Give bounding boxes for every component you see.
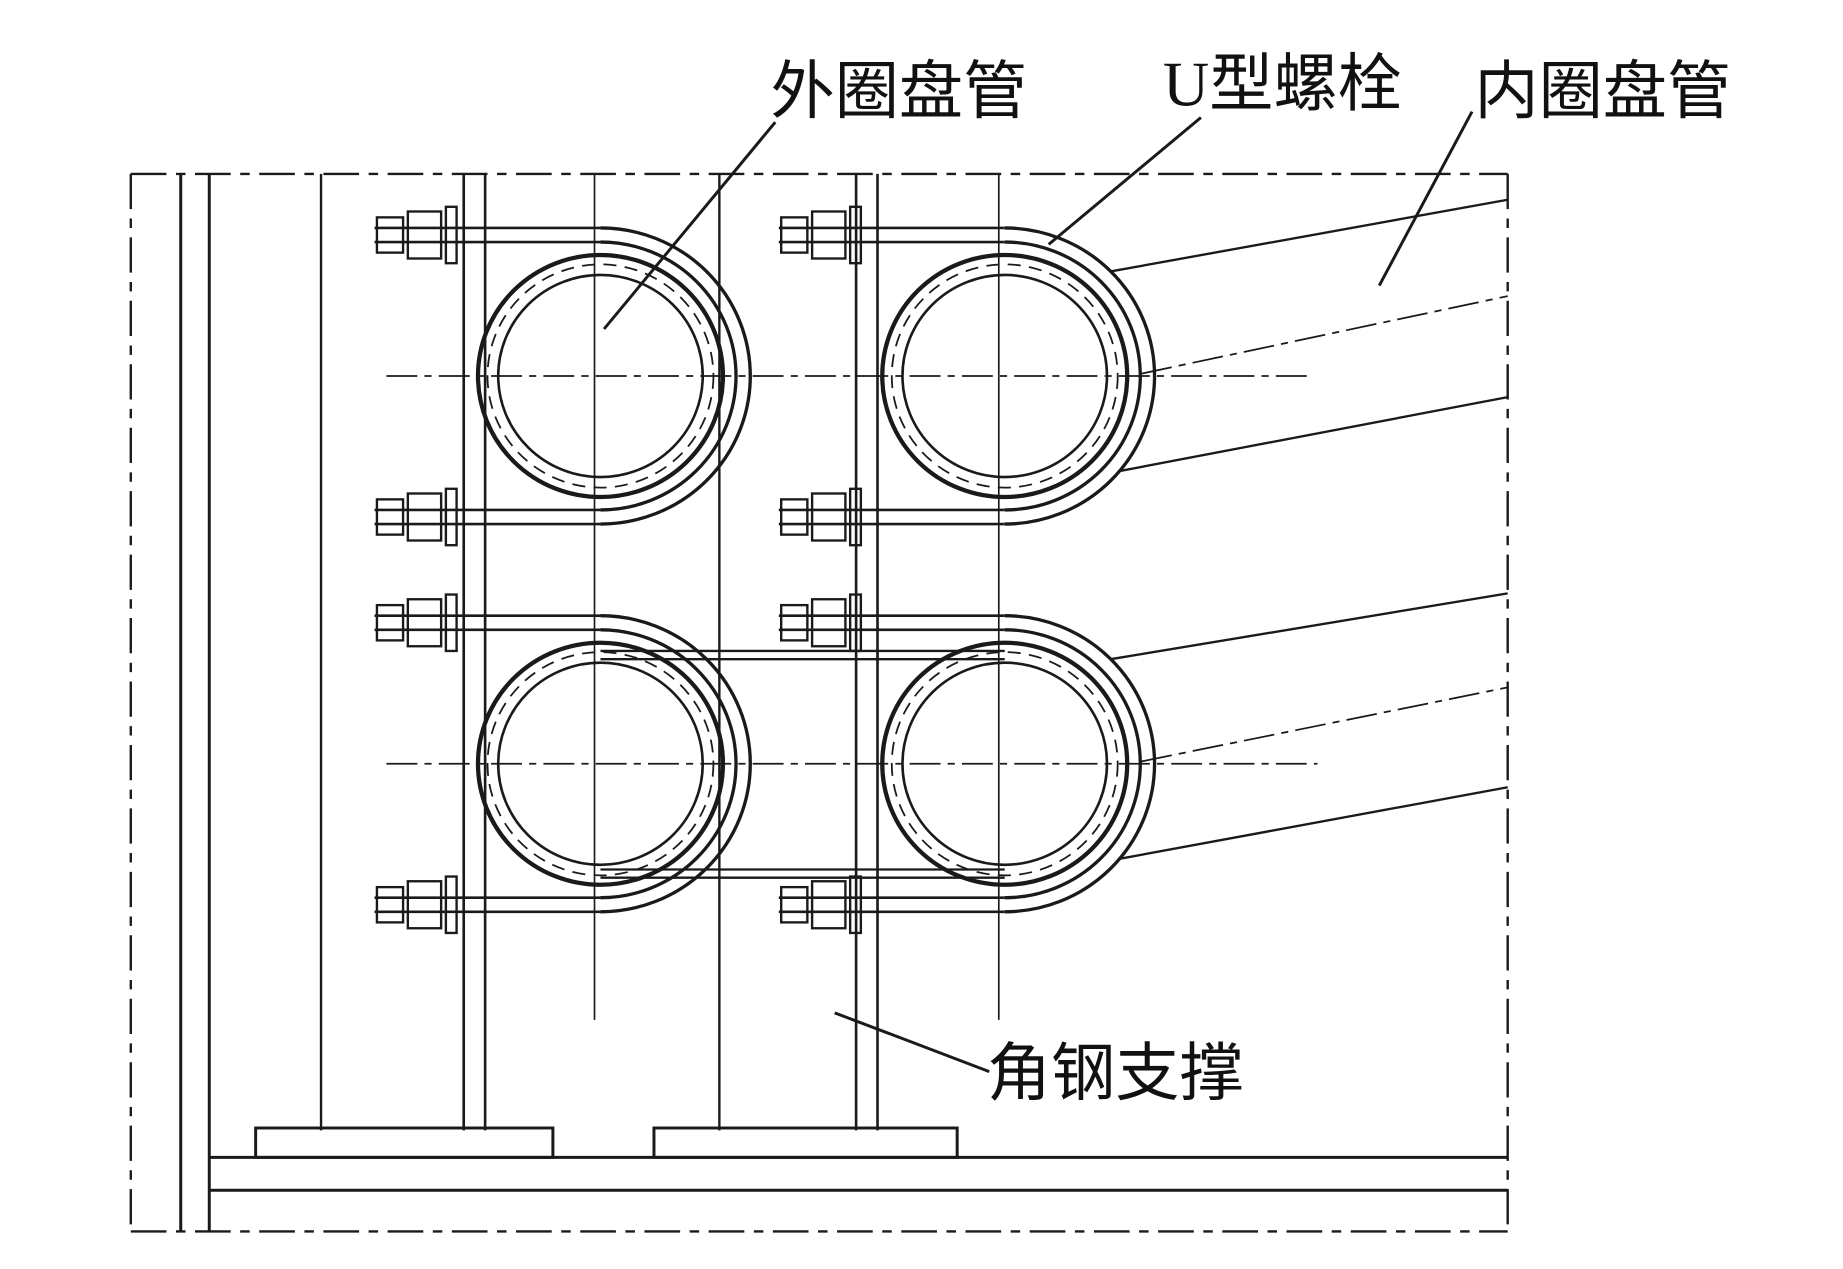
row-centerlines (386, 375, 1318, 765)
label-u-bolt: U型螺栓 (1163, 49, 1402, 120)
leader-lines (602, 110, 1474, 1073)
base-plates (209, 1126, 1508, 1192)
coil-connector-pipes (600, 649, 1005, 879)
inner-coil-pipes (1110, 198, 1508, 861)
leader-inner-coil (1377, 110, 1474, 287)
label-inner-coil-pipe: 内圈盘管 (1474, 56, 1731, 127)
border-frame (129, 172, 1509, 1233)
leader-outer-coil (602, 121, 777, 330)
label-outer-coil-pipe: 外圈盘管 (770, 56, 1027, 127)
leader-u-bolt (1047, 116, 1202, 246)
label-angle-steel-support: 角钢支撑 (987, 1038, 1244, 1109)
left-wall (179, 173, 211, 1232)
leader-angle-steel (834, 1011, 990, 1073)
